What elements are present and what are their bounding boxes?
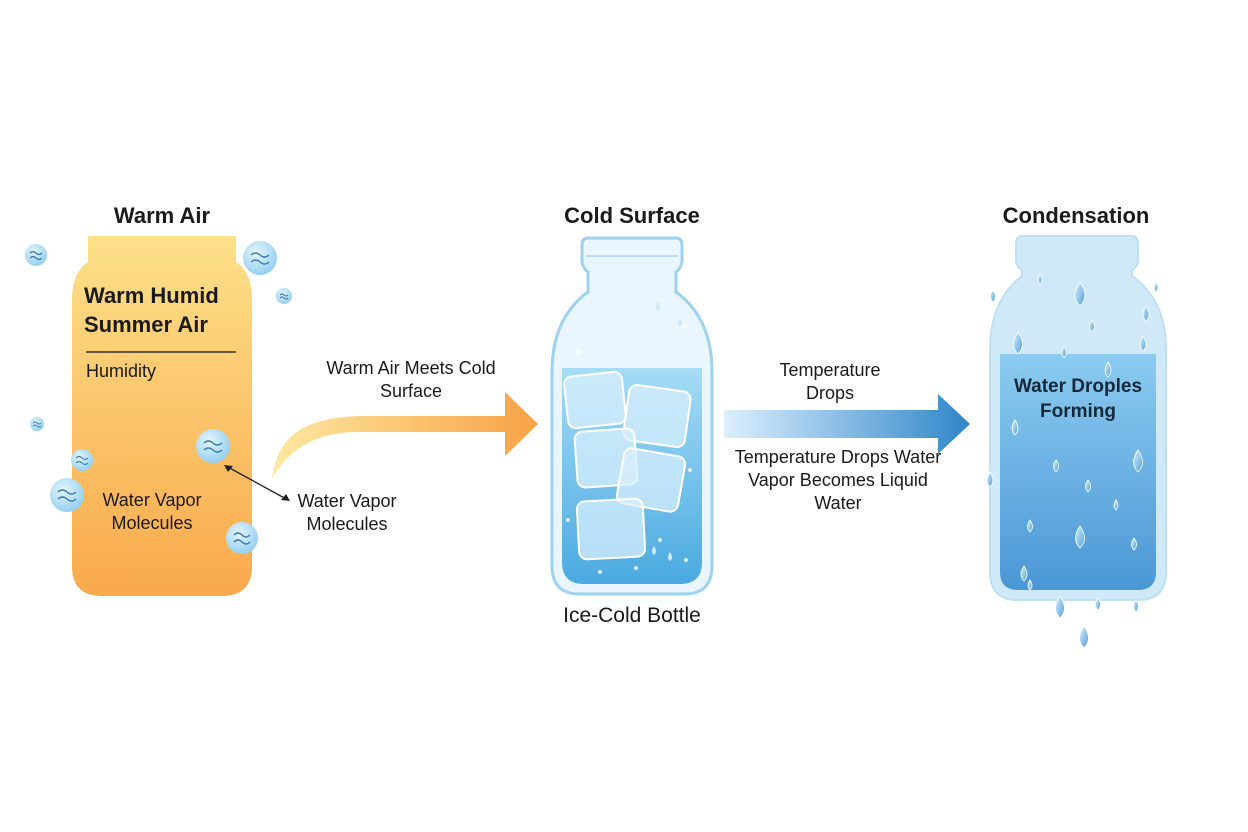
- vapor-molecule-icon: [276, 288, 292, 304]
- vapor-molecule-icon: [243, 241, 277, 275]
- vapor-molecule-icon: [226, 522, 258, 554]
- vapor-callout-label: Water Vapor Molecules: [297, 491, 397, 534]
- vapor-callout-pointer: [224, 465, 290, 501]
- warm-air-title: Warm Air: [113, 203, 211, 228]
- condensed-water: [1000, 354, 1156, 590]
- cold-surface-title: Cold Surface: [564, 203, 700, 228]
- vapor-molecule-icon: [71, 449, 93, 471]
- temperature-arrow: [724, 394, 970, 454]
- humidity-label: Humidity: [86, 361, 157, 381]
- vapor-molecule-icon: [196, 429, 230, 463]
- warm-air-heading: Warm Humid Summer Air: [84, 283, 219, 337]
- warm-air-arrow: [272, 392, 538, 478]
- condensation-title: Condensation: [1002, 203, 1150, 228]
- ice-cubes: [563, 370, 692, 561]
- bubbles: [566, 298, 692, 574]
- condensation-droplets: [986, 273, 1159, 649]
- temperature-arrow-bottom-label: Temperature Drops Water Vapor Becomes Li…: [734, 447, 942, 513]
- ice-cold-bottle: [550, 236, 714, 596]
- condensation-bottle: [989, 235, 1167, 601]
- bottle-droplets: [652, 302, 682, 561]
- vapor-molecule-icon: [25, 244, 47, 266]
- temperature-arrow-top-label: Temperature Drops: [779, 360, 881, 403]
- vapor-label: Water Vapor Molecules: [102, 490, 202, 533]
- condensation-inside-label: Water Droples Forming: [1013, 376, 1143, 422]
- vapor-molecules: [25, 241, 292, 554]
- vapor-molecule-icon: [50, 478, 84, 512]
- ice-cold-bottle-caption: Ice-Cold Bottle: [563, 604, 701, 627]
- warm-air-bottle: [72, 236, 252, 596]
- vapor-molecule-icon: [30, 417, 44, 431]
- warm-arrow-label: Warm Air Meets Cold Surface: [326, 358, 496, 401]
